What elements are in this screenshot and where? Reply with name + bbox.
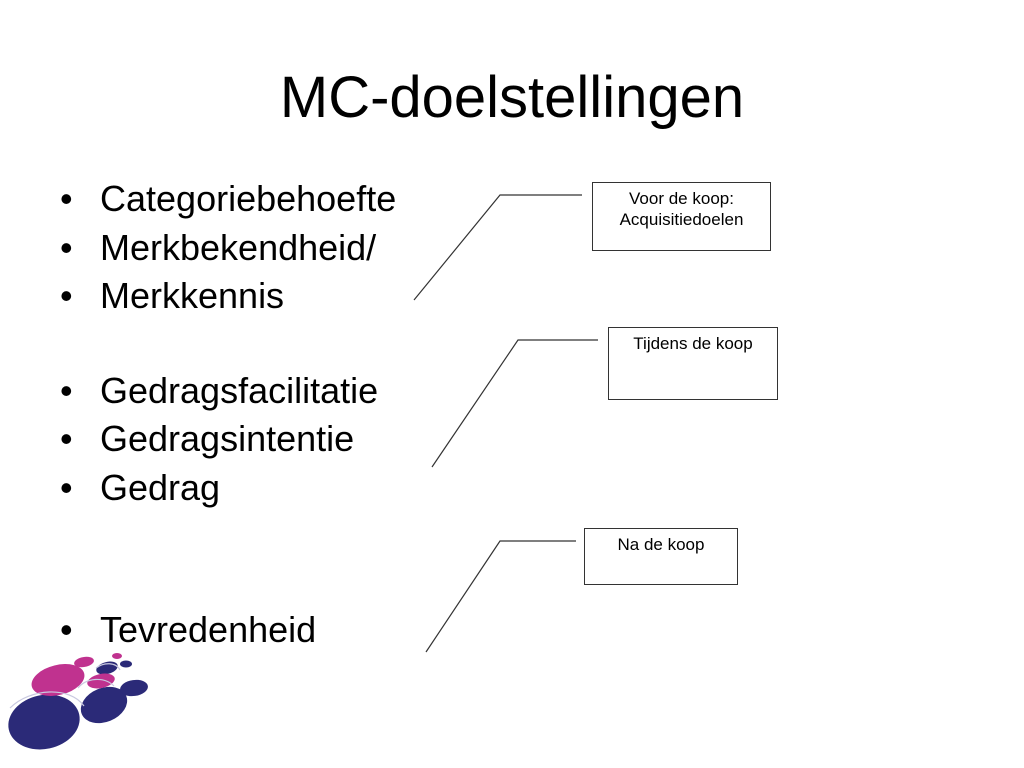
logo-navy-shapes — [8, 660, 148, 750]
brand-logo — [8, 653, 148, 750]
list-item: • Merkbekendheid/ — [60, 226, 376, 270]
phase-box-line: Acquisitiedoelen — [619, 210, 744, 229]
phase-box-before-purchase: Voor de koop: Acquisitiedoelen — [592, 182, 771, 251]
list-item-label: Gedragsfacilitatie — [100, 370, 379, 411]
logo-magenta-shapes — [31, 653, 122, 696]
list-item-label: Gedragsintentie — [100, 418, 355, 459]
phase-box-line: Na de koop — [617, 535, 705, 554]
slide-title: MC-doelstellingen — [279, 65, 745, 130]
list-item: • Merkkennis — [60, 274, 284, 318]
connector-line-after-purchase — [425, 540, 576, 653]
bullet-marker: • — [60, 275, 73, 316]
list-item-label: Merkkennis — [100, 275, 285, 316]
list-item: • Gedragsintentie — [60, 417, 354, 461]
bullet-marker: • — [60, 418, 73, 459]
bullet-marker: • — [60, 609, 73, 650]
list-item-label: Merkbekendheid/ — [100, 227, 377, 268]
list-item: • Gedrag — [60, 466, 220, 510]
connector-line-before-purchase — [413, 194, 582, 301]
connector-line-during-purchase — [431, 339, 598, 468]
bullet-marker: • — [60, 178, 73, 219]
phase-box-line: Tijdens de koop — [633, 334, 753, 353]
list-item: • Tevredenheid — [60, 608, 316, 652]
phase-box-after-purchase: Na de koop — [584, 528, 738, 585]
list-item-label: Gedrag — [100, 467, 221, 508]
bullet-marker: • — [60, 370, 73, 411]
list-item: • Gedragsfacilitatie — [60, 369, 378, 413]
phase-box-during-purchase: Tijdens de koop — [608, 327, 778, 400]
list-item-label: Categoriebehoefte — [100, 178, 397, 219]
bullet-marker: • — [60, 467, 73, 508]
list-item: • Categoriebehoefte — [60, 177, 396, 221]
logo-outline-arcs — [9, 663, 121, 709]
bullet-marker: • — [60, 227, 73, 268]
list-item-label: Tevredenheid — [100, 609, 317, 650]
phase-box-line: Voor de koop: — [629, 189, 734, 208]
